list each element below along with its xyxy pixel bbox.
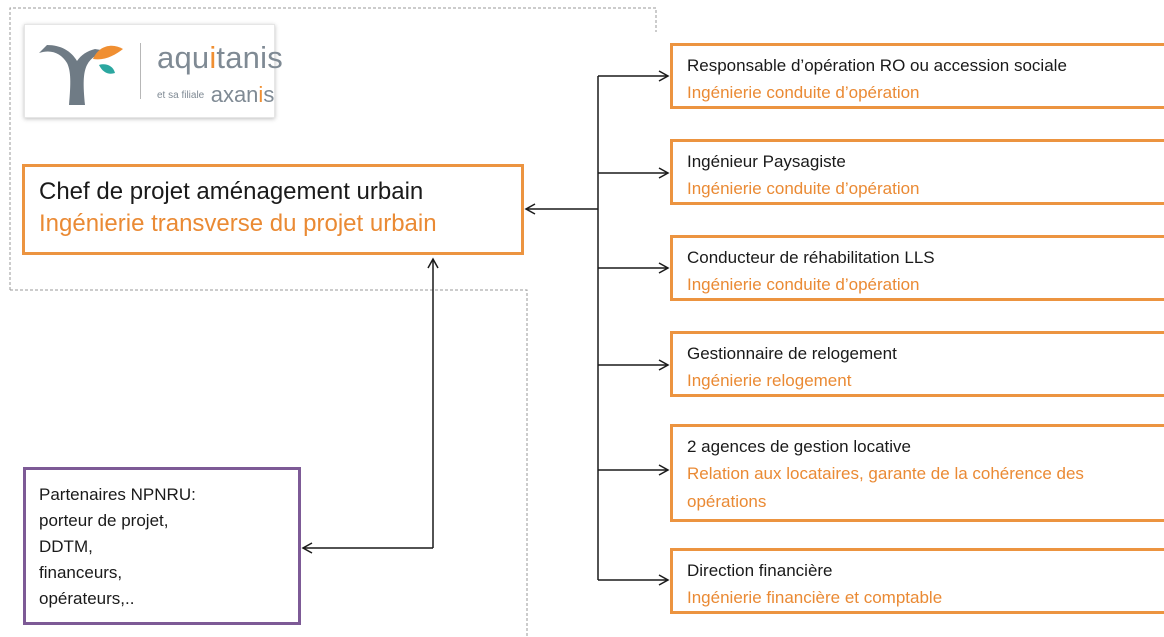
role-title: Conducteur de réhabilitation LLS [687, 248, 935, 267]
aquitanis-logo-mark-icon [39, 45, 123, 105]
partners-list-item: opérateurs,.. [39, 589, 135, 608]
role-subtitle: Relation aux locataires, garante de la c… [687, 464, 1084, 511]
role-title: Responsable d’opération RO ou accession … [687, 56, 1067, 75]
partners-list-item: porteur de projet, [39, 511, 169, 530]
partners-list-item: financeurs, [39, 563, 123, 582]
central-node-subtitle: Ingénierie transverse du projet urbain [39, 210, 437, 237]
central-node-title: Chef de projet aménagement urbain [39, 178, 424, 205]
role-subtitle: Ingénierie financière et comptable [687, 588, 943, 607]
role-node-gestionnaire-relogement: Gestionnaire de relogement Ingénierie re… [670, 331, 1164, 397]
logo-divider [140, 43, 141, 99]
role-node-ingenieur-paysagiste: Ingénieur Paysagiste Ingénierie conduite… [670, 139, 1164, 205]
role-subtitle: Ingénierie relogement [687, 371, 852, 390]
partners-heading: Partenaires NPNRU: [39, 485, 196, 504]
aquitanis-logo: aquitanis et sa filiale axanis [24, 24, 283, 118]
central-node-chef-de-projet: Chef de projet aménagement urbain Ingéni… [22, 164, 524, 255]
role-title: Gestionnaire de relogement [687, 344, 897, 363]
role-title: Direction financière [687, 561, 833, 580]
partners-npnru-node: Partenaires NPNRU: porteur de projet, DD… [23, 467, 301, 625]
role-title: 2 agences de gestion locative [687, 437, 911, 456]
role-node-agences-gestion-locative: 2 agences de gestion locative Relation a… [670, 424, 1164, 522]
role-title: Ingénieur Paysagiste [687, 152, 846, 171]
role-subtitle: Ingénierie conduite d’opération [687, 179, 920, 198]
logo-brand-name: aquitanis [157, 40, 283, 75]
role-subtitle: Ingénierie conduite d’opération [687, 275, 920, 294]
role-node-conducteur-rehabilitation: Conducteur de réhabilitation LLS Ingénie… [670, 235, 1164, 301]
logo-subtitle: et sa filiale axanis [157, 82, 275, 107]
role-node-responsable-operation: Responsable d’opération RO ou accession … [670, 43, 1164, 109]
role-node-direction-financiere: Direction financière Ingénierie financiè… [670, 548, 1164, 614]
partners-list-item: DDTM, [39, 537, 93, 556]
role-subtitle: Ingénierie conduite d’opération [687, 83, 920, 102]
dashed-boundary [9, 7, 657, 637]
